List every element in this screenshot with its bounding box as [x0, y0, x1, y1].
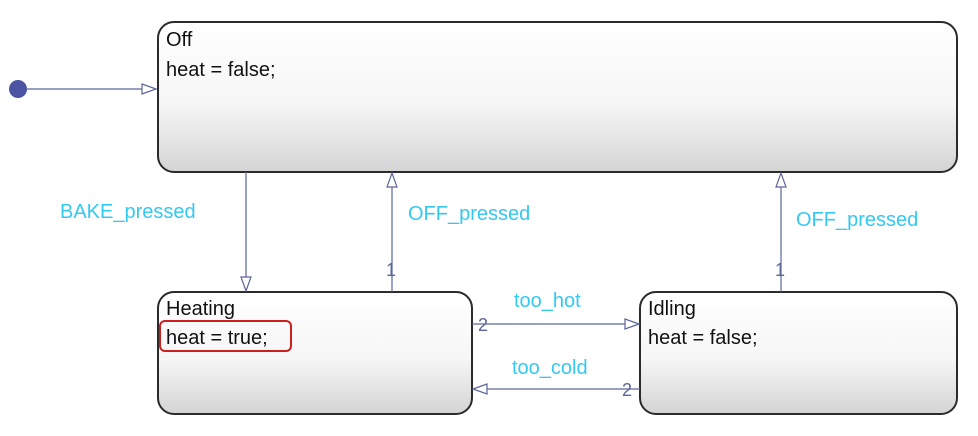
transition-too-hot[interactable]: too_hot 2 — [472, 290, 641, 335]
transition-bake-pressed-arrow-icon — [240, 276, 252, 293]
transition-too-hot-arrow-icon — [624, 318, 641, 330]
transition-too-cold-priority: 2 — [622, 380, 632, 400]
state-heating-name[interactable]: Heating — [166, 298, 235, 320]
highlighted-action-box — [159, 320, 292, 352]
transition-too-cold-label[interactable]: too_cold — [512, 357, 588, 379]
transition-bake-pressed[interactable]: BAKE_pressed — [60, 172, 252, 293]
default-transition-dot[interactable] — [9, 80, 27, 98]
transition-off-pressed-from-idling[interactable]: OFF_pressed 1 — [775, 171, 918, 292]
state-heating-box[interactable] — [157, 291, 473, 415]
state-idling-name[interactable]: Idling — [648, 298, 696, 320]
state-off-action[interactable]: heat = false; — [166, 59, 276, 81]
state-idling-action[interactable]: heat = false; — [648, 327, 758, 349]
state-heating-action[interactable]: heat = true; — [166, 327, 268, 349]
state-off-box[interactable] — [157, 21, 958, 173]
state-heating[interactable]: Heating heat = true; — [157, 291, 473, 415]
transition-too-cold-arrow-icon — [471, 383, 488, 395]
transition-too-hot-label[interactable]: too_hot — [514, 290, 581, 312]
transition-off-pressed-heating-arrow-icon — [386, 171, 398, 188]
default-transition-arrow-icon — [141, 83, 158, 95]
default-transition[interactable] — [9, 80, 158, 98]
transition-off-pressed-idling-arrow-icon — [775, 171, 787, 188]
transition-off-pressed-heating-label[interactable]: OFF_pressed — [408, 203, 530, 225]
transition-off-pressed-from-heating[interactable]: OFF_pressed 1 — [386, 171, 530, 292]
transition-off-pressed-idling-priority: 1 — [775, 260, 785, 280]
transition-off-pressed-heating-priority: 1 — [386, 260, 396, 280]
transition-too-hot-priority: 2 — [478, 315, 488, 335]
transition-too-cold[interactable]: too_cold 2 — [471, 357, 640, 400]
state-off-name[interactable]: Off — [166, 29, 193, 51]
transition-off-pressed-idling-label[interactable]: OFF_pressed — [796, 209, 918, 231]
state-off[interactable]: Off heat = false; — [157, 21, 958, 173]
transition-bake-pressed-label[interactable]: BAKE_pressed — [60, 201, 196, 223]
state-idling[interactable]: Idling heat = false; — [639, 291, 958, 415]
state-idling-box[interactable] — [639, 291, 958, 415]
